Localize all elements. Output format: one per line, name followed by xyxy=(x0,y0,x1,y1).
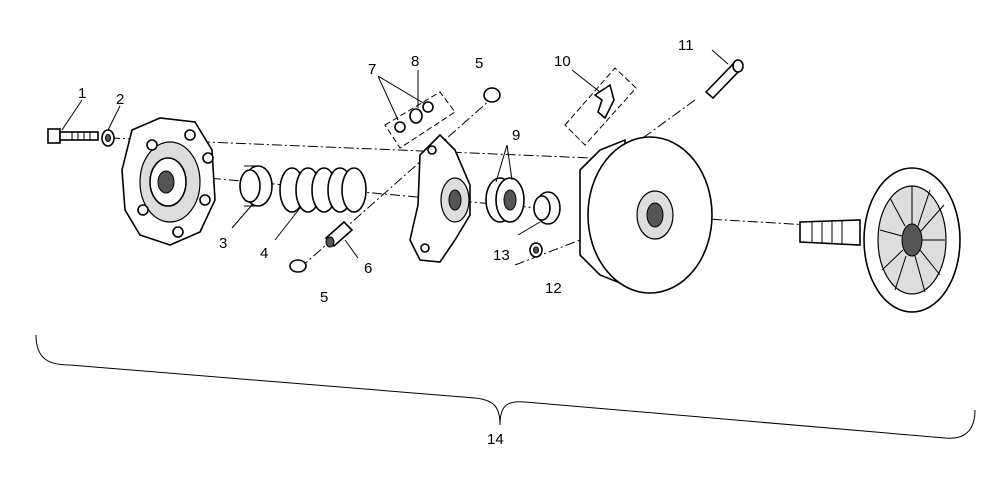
callout-13: 13 xyxy=(493,247,510,264)
callout-5-top: 5 xyxy=(475,55,483,72)
pin-part xyxy=(324,220,354,248)
callout-10: 10 xyxy=(554,53,571,70)
roller-top-part xyxy=(483,87,501,103)
callout-1: 1 xyxy=(78,85,86,102)
spider-part xyxy=(409,133,471,263)
callout-5-bottom: 5 xyxy=(320,289,328,306)
button-parts-group xyxy=(384,91,456,149)
callout-6: 6 xyxy=(364,260,372,277)
callout-labels: 1 2 3 4 5 5 6 7 8 9 10 11 12 13 14 xyxy=(78,37,694,448)
nut-part xyxy=(101,129,115,147)
callout-12: 12 xyxy=(545,280,562,297)
pin-bolt-11-part xyxy=(704,59,744,100)
callout-7: 7 xyxy=(368,61,376,78)
callout-2: 2 xyxy=(116,91,124,108)
spring-part xyxy=(279,167,367,213)
assembly-bracket xyxy=(35,334,976,439)
leader-lines xyxy=(61,49,729,259)
callout-3: 3 xyxy=(219,235,227,252)
weight-parts-group xyxy=(564,67,637,146)
bushing-part xyxy=(239,165,273,207)
callout-8: 8 xyxy=(411,53,419,70)
callout-4: 4 xyxy=(260,245,268,262)
moveable-sheave-part xyxy=(579,136,713,294)
nut-12-part xyxy=(529,242,543,258)
callout-11: 11 xyxy=(678,37,694,54)
washers-part xyxy=(485,177,525,223)
fixed-sheave-part xyxy=(799,167,961,313)
roller-bottom-part xyxy=(289,259,307,273)
bolt-part xyxy=(47,128,99,144)
callout-9: 9 xyxy=(512,127,520,144)
callout-14: 14 xyxy=(487,431,504,448)
cover-housing-part xyxy=(121,117,216,246)
bushing-13-part xyxy=(533,191,561,225)
